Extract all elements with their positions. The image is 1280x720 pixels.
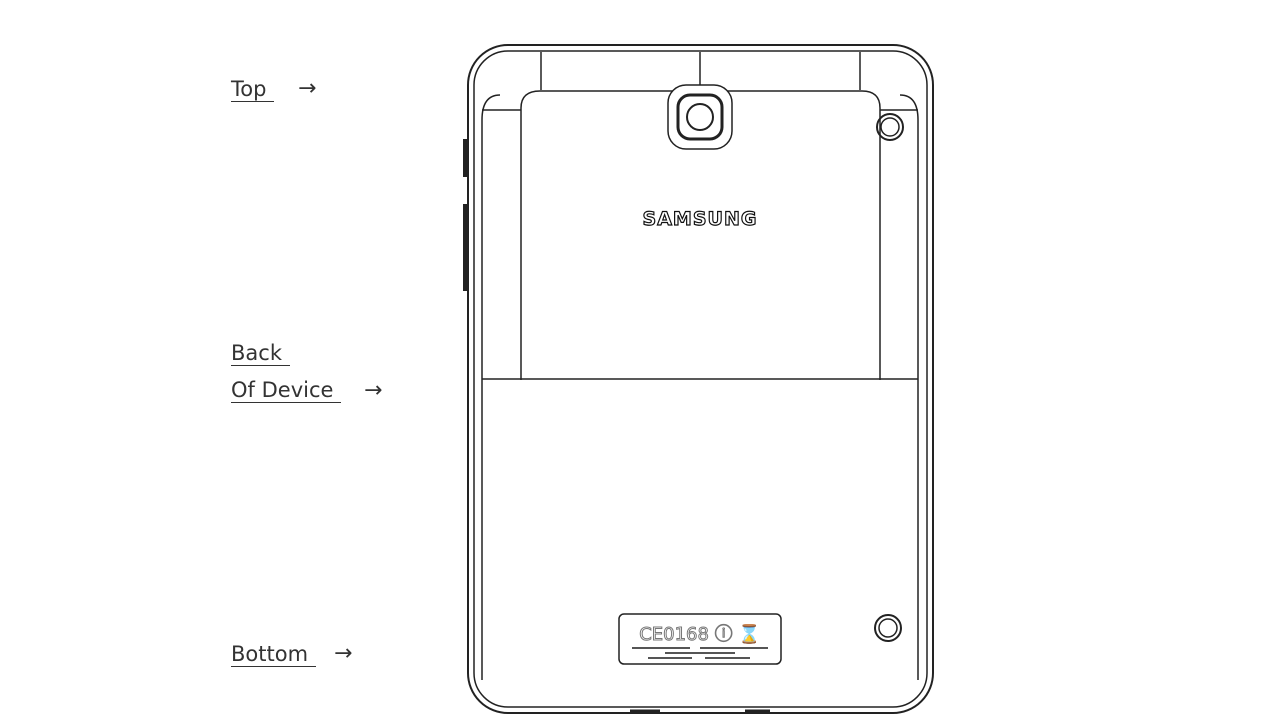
volume-button bbox=[463, 139, 469, 177]
device-inner-frame bbox=[473, 50, 928, 708]
power-button bbox=[463, 204, 469, 291]
regulatory-label: CE0168 ⓘ ⌛ bbox=[618, 613, 782, 665]
device-side-rail bbox=[481, 94, 919, 680]
device-outer-frame bbox=[467, 44, 934, 714]
label-top-text: Top bbox=[231, 77, 275, 102]
label-top: Top bbox=[231, 77, 275, 102]
ce-mark: CE0168 ⓘ ⌛ bbox=[639, 623, 761, 645]
arrow-right-icon: → bbox=[298, 76, 317, 101]
label-back-text: Back bbox=[231, 341, 290, 366]
bottom-screw-icon bbox=[874, 614, 902, 642]
camera-icon bbox=[667, 84, 733, 150]
label-of-device-text: Of Device bbox=[231, 378, 342, 403]
label-bottom: Bottom bbox=[231, 642, 317, 667]
label-back: Back bbox=[231, 341, 290, 366]
samsung-logo: SAMSUNG bbox=[643, 208, 758, 230]
flash-icon bbox=[876, 113, 904, 141]
label-of-device: Of Device bbox=[231, 378, 342, 403]
arrow-right-icon: → bbox=[364, 378, 383, 403]
arrow-right-icon: → bbox=[334, 641, 353, 666]
label-bottom-text: Bottom bbox=[231, 642, 317, 667]
